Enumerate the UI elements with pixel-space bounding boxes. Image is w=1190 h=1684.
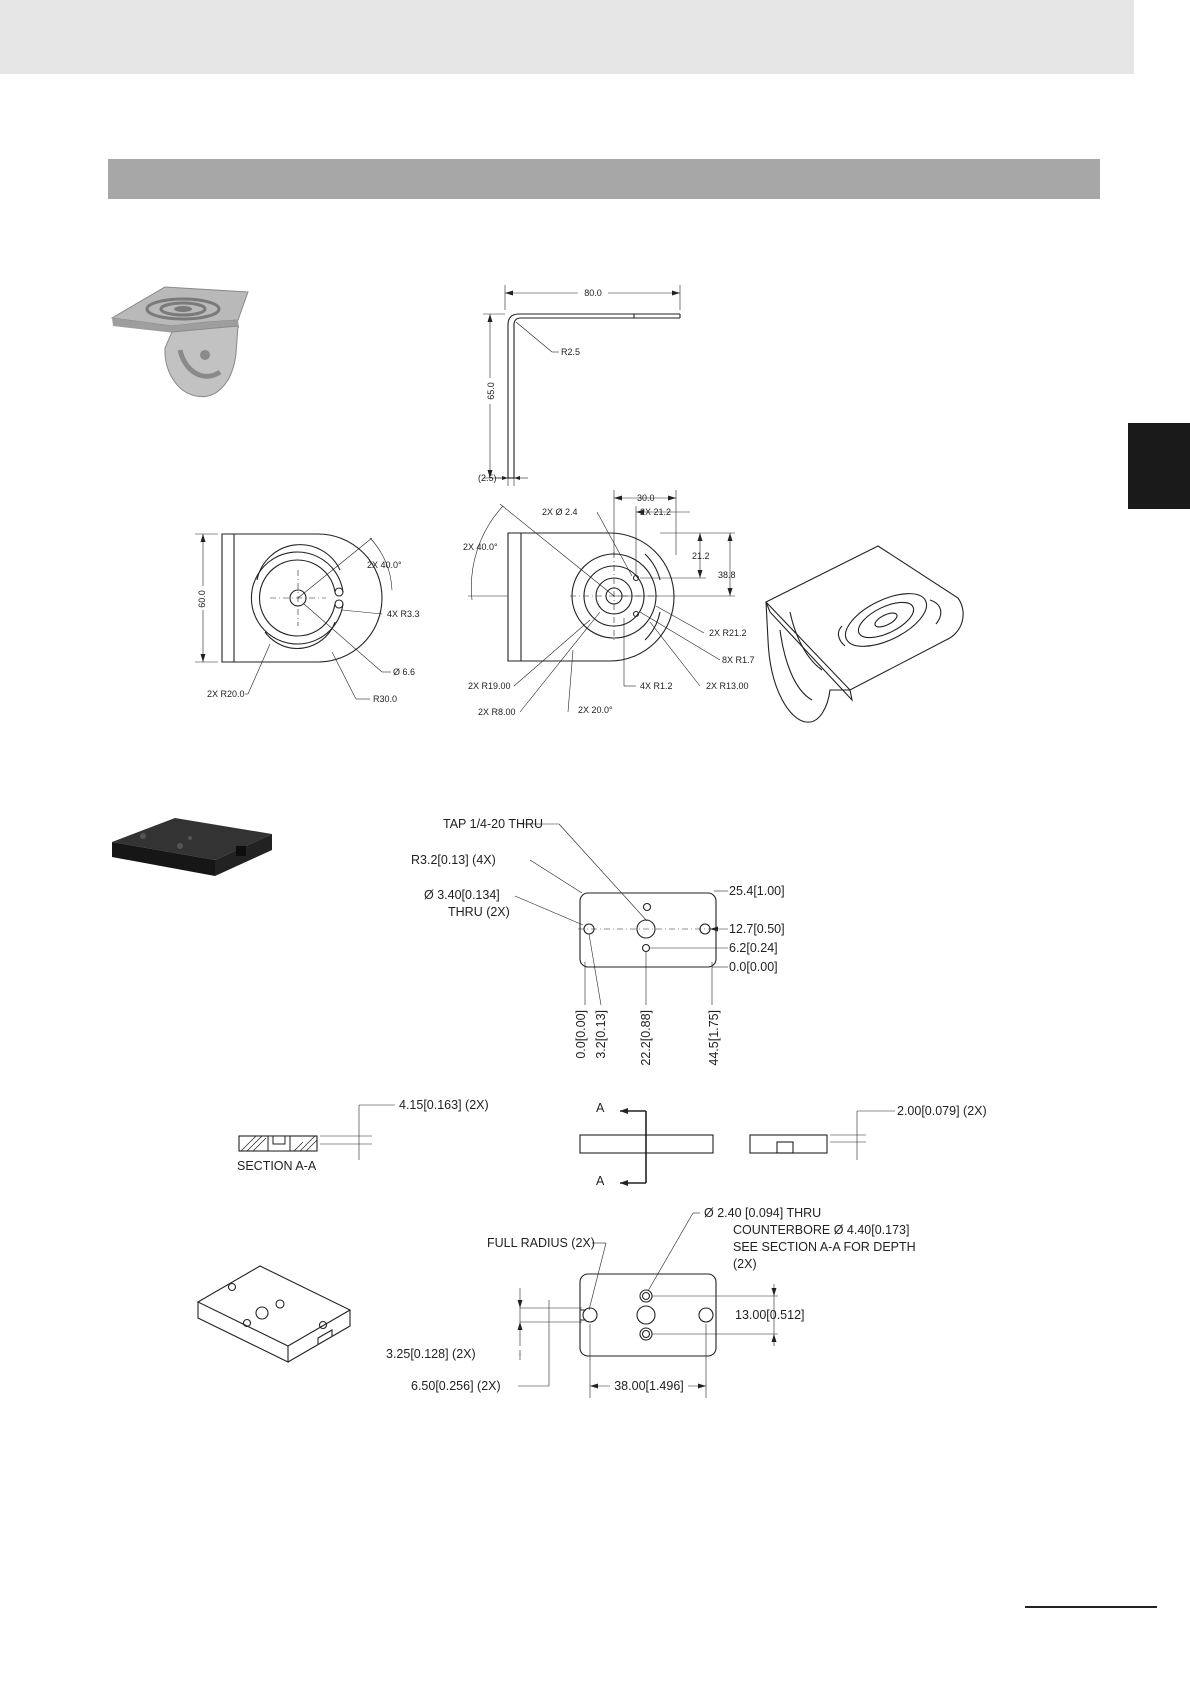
bracket-face-view: 60.0 2X 40.0° 4X R3.3 Ø 6.6 2X R20.0 R30…	[194, 533, 420, 704]
plate-cb-line3: SEE SECTION A-A FOR DEPTH	[733, 1240, 916, 1254]
section-title-bar	[108, 159, 1100, 199]
bracket-top-view: 30.0 2X 21.2 2X Ø 2.4 21.2 38.8 2X 40.0°…	[463, 490, 755, 717]
plate-y-12-7: 12.7[0.50]	[729, 922, 785, 936]
footer-rule	[1025, 1606, 1157, 1608]
chapter-tab	[1128, 423, 1190, 509]
dim-top-depth: 38.8	[718, 570, 736, 580]
dim-face-outer-radius: R30.0	[373, 694, 397, 704]
plate-cb-depth: 4.15[0.163] (2X)	[399, 1098, 489, 1112]
bracket-side-view: 80.0 65.0 R2.5 (2.5)	[478, 285, 681, 486]
plate-tap-label: TAP 1/4-20 THRU	[443, 817, 543, 831]
bracket-photo	[110, 286, 249, 398]
dim-bend-radius: R2.5	[561, 347, 580, 357]
dim-top-radius-d: 2X R13.00	[706, 681, 749, 691]
plate-cb-line4: (2X)	[733, 1257, 757, 1271]
bracket-isometric	[765, 545, 964, 723]
plate-slot-width: 3.25[0.128] (2X)	[386, 1347, 476, 1361]
plate-cb-line2: COUNTERBORE Ø 4.40[0.173]	[733, 1223, 909, 1237]
dim-top-offset: 21.2	[692, 551, 710, 561]
dim-side-thickness: (2.5)	[478, 473, 497, 483]
plate-y-0-0: 0.0[0.00]	[729, 960, 778, 974]
plate-side-view: A A	[579, 1101, 714, 1188]
plate-hole-a-label: Ø 3.40[0.134]	[424, 888, 500, 902]
dim-top-small-hole: 2X Ø 2.4	[542, 507, 578, 517]
section-mark-bottom: A	[596, 1174, 605, 1188]
plate-section-aa: SECTION A-A 4.15[0.163] (2X)	[237, 1098, 489, 1173]
plate-x-22-2: 22.2[0.88]	[639, 1010, 653, 1066]
plate-hole-span: 38.00[1.496]	[614, 1379, 684, 1393]
dim-top-width: 30.0	[637, 493, 655, 503]
plate-x-0-0: 0.0[0.00]	[574, 1010, 588, 1059]
plate-bottom-view: FULL RADIUS (2X) Ø 2.40 [0.094] THRU COU…	[386, 1206, 916, 1398]
dim-face-corner-radius: 4X R3.3	[387, 609, 420, 619]
plate-slot-len: 6.50[0.256] (2X)	[411, 1379, 501, 1393]
section-mark-top: A	[596, 1101, 605, 1115]
plate-y-25-4: 25.4[1.00]	[729, 884, 785, 898]
plate-end-view: 2.00[0.079] (2X)	[749, 1104, 987, 1160]
dim-face-height: 60.0	[197, 590, 207, 608]
plate-hole-pitch: 13.00[0.512]	[735, 1308, 805, 1322]
plate-slot-depth: 2.00[0.079] (2X)	[897, 1104, 987, 1118]
plate-full-radius-label: FULL RADIUS (2X)	[487, 1236, 595, 1250]
plate-hole-a-thru-label: THRU (2X)	[448, 905, 510, 919]
page-header-band	[0, 0, 1134, 74]
plate-x-3-2: 3.2[0.13]	[594, 1010, 608, 1059]
dim-top-radius-c: 4X R1.2	[640, 681, 673, 691]
plate-photo	[112, 818, 272, 876]
plate-x-44-5: 44.5[1.75]	[707, 1010, 721, 1066]
dim-face-center-hole: Ø 6.6	[393, 667, 415, 677]
plate-corner-radius-label: R3.2[0.13] (4X)	[411, 853, 496, 867]
dim-side-width: 80.0	[584, 288, 602, 298]
plate-top-view: TAP 1/4-20 THRU R3.2[0.13] (4X) Ø 3.40[0…	[411, 817, 785, 1066]
section-aa-label: SECTION A-A	[237, 1159, 317, 1173]
dim-face-slot-radius: 2X R20.0	[207, 689, 245, 699]
dim-side-height: 65.0	[486, 382, 496, 400]
plate-isometric	[196, 1265, 352, 1363]
dim-face-angle: 2X 40.0°	[367, 560, 402, 570]
dim-top-angle: 2X 40.0°	[463, 542, 498, 552]
dim-top-radius-f: 2X R8.00	[478, 707, 516, 717]
plate-cb-line1: Ø 2.40 [0.094] THRU	[704, 1206, 821, 1220]
dim-top-angle-b: 2X 20.0°	[578, 705, 613, 715]
dim-top-radius-b: 8X R1.7	[722, 655, 755, 665]
dim-top-radius-e: 2X R19.00	[468, 681, 511, 691]
dim-top-radius-a: 2X R21.2	[709, 628, 747, 638]
plate-y-6-2: 6.2[0.24]	[729, 941, 778, 955]
dim-top-half-width: 2X 21.2	[640, 507, 671, 517]
